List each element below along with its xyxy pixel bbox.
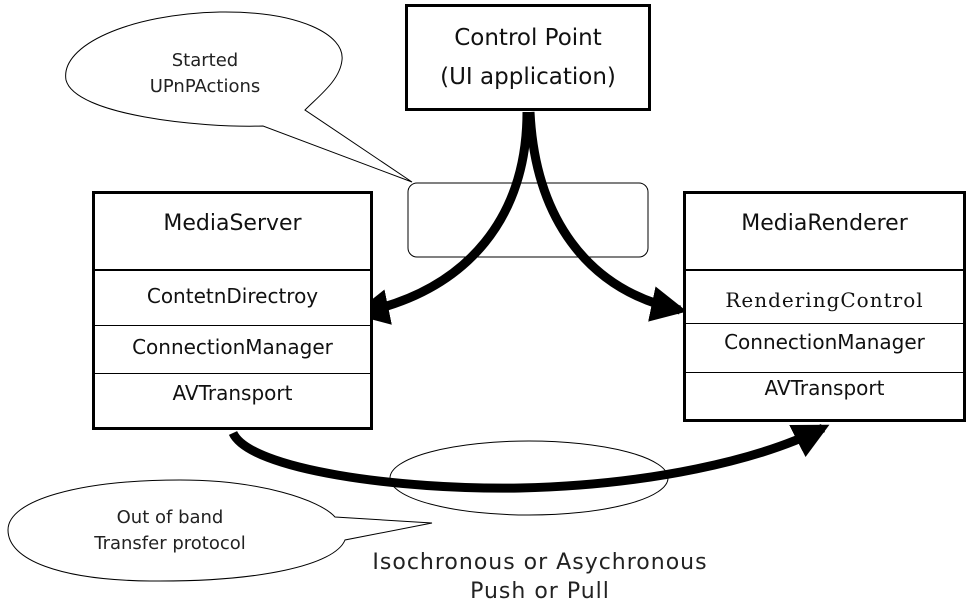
media-renderer-title: MediaRenderer bbox=[686, 194, 963, 271]
upnp-actions-callout-bubble bbox=[65, 11, 413, 183]
transfer-mode-line2: Push or Pull bbox=[470, 579, 610, 604]
media-renderer-service-rendering-control: RenderingControl bbox=[725, 288, 924, 312]
transfer-callout-line2: Transfer protocol bbox=[94, 533, 246, 554]
media-server-service-connection-manager: ConnectionManager bbox=[95, 325, 370, 373]
upnp-actions-callout: Started UPnPActions bbox=[110, 48, 300, 100]
actions-area bbox=[407, 182, 649, 258]
media-renderer-box: MediaRenderer RenderingControl Connectio… bbox=[683, 191, 966, 422]
transfer-callout: Out of band Transfer protocol bbox=[50, 505, 290, 557]
media-server-box: MediaServer ContetnDirectroy ConnectionM… bbox=[92, 191, 373, 430]
transfer-mode-line1: Isochronous or Asychronous bbox=[372, 550, 708, 575]
transfer-callout-bubble bbox=[7, 479, 433, 582]
transfer-mode-label: Isochronous or Asychronous Push or Pull bbox=[330, 548, 750, 606]
upnp-actions-line1: Started bbox=[171, 50, 239, 71]
arrow-to-media-server bbox=[352, 111, 532, 325]
media-renderer-service-av-transport: AVTransport bbox=[686, 372, 963, 421]
control-point-subtitle: (UI application) bbox=[440, 64, 616, 90]
media-server-service-av-transport: AVTransport bbox=[95, 373, 370, 429]
control-point-title: Control Point bbox=[454, 25, 602, 51]
arrow-to-media-renderer bbox=[525, 111, 688, 322]
transfer-callout-line1: Out of band bbox=[116, 507, 224, 528]
upnp-actions-line2: UPnPActions bbox=[149, 76, 261, 97]
control-point-box: Control Point (UI application) bbox=[405, 4, 651, 111]
media-renderer-service-connection-manager: ConnectionManager bbox=[686, 323, 963, 372]
arrow-transfer bbox=[228, 423, 830, 493]
media-server-service-content-directory: ContetnDirectroy bbox=[146, 284, 319, 308]
media-server-title: MediaServer bbox=[95, 194, 370, 271]
